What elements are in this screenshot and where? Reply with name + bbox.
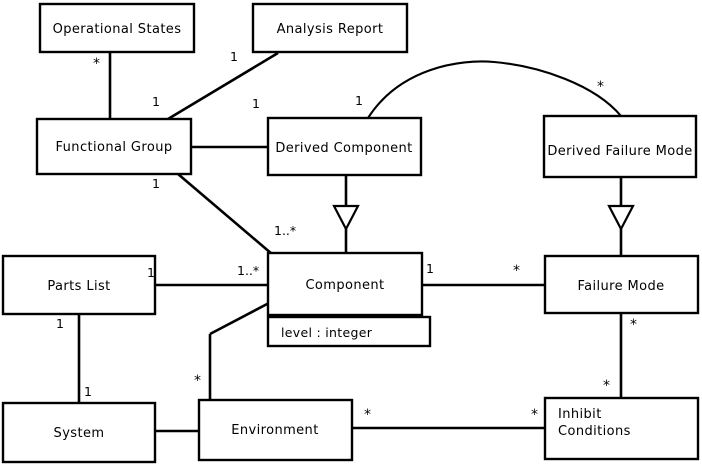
class-label-environment: Environment (231, 423, 318, 438)
multiplicity-analysis-report-one: 1 (230, 49, 238, 64)
multiplicity-operational-states-star: * (93, 56, 100, 72)
class-label-functional-group: Functional Group (56, 140, 173, 155)
class-box-system[interactable]: System (1, 401, 157, 464)
multiplicity-inhibit-failure-mode-star: * (603, 378, 610, 394)
multiplicity-component-failure-mode-one: 1 (426, 261, 434, 276)
multiplicity-system-parts-list-one: 1 (84, 384, 92, 399)
generalization-triangle-derived-failure-mode (607, 204, 635, 232)
class-box-parts-list[interactable]: Parts List (1, 254, 157, 316)
class-box-environment[interactable]: Environment (197, 398, 354, 462)
multiplicity-functional-group-component-one: 1 (152, 176, 160, 191)
multiplicity-functional-group-component-many: 1..* (274, 223, 296, 238)
generalization-triangle-derived-component (332, 204, 360, 232)
class-rect-functional-group (35, 117, 193, 176)
class-rect-derived-component (266, 116, 423, 177)
assoc-environment-component-diagonal (209, 301, 270, 336)
class-box-component[interactable]: level : integer Component (266, 251, 432, 348)
assoc-analysis-report-functional-group (167, 51, 279, 121)
class-rect-derived-failure-mode (542, 114, 698, 179)
multiplicity-functional-group-states-one: 1 (152, 94, 160, 109)
class-box-derived-component[interactable]: Derived Component (266, 116, 423, 177)
class-label-derived-failure-mode: Derived Failure Mode (547, 144, 692, 159)
class-box-analysis-report[interactable]: Analysis Report (251, 2, 409, 54)
class-rect-parts-list (1, 254, 157, 316)
multiplicity-inhibit-environment-star: * (531, 407, 538, 423)
class-label-failure-mode: Failure Mode (577, 279, 664, 294)
multiplicity-derived-failure-mode-arc-star: * (597, 79, 604, 95)
class-rect-environment (197, 398, 354, 462)
multiplicity-environment-inhibit-star: * (364, 407, 371, 423)
assoc-derived-component-derived-failure-mode (367, 60, 622, 119)
class-label-parts-list: Parts List (47, 279, 110, 294)
class-attribute-component-level: level : integer (281, 325, 373, 340)
class-rect-analysis-report (251, 2, 409, 54)
class-rect-operational-states (38, 2, 196, 54)
class-box-inhibit-conditions[interactable]: Inhibit Conditions (543, 396, 700, 461)
class-label-system: System (54, 426, 105, 441)
multiplicity-failure-mode-inhibit-star: * (630, 317, 637, 333)
class-label-analysis-report: Analysis Report (277, 22, 384, 37)
class-rect-component (266, 251, 424, 317)
class-rect-inhibit-conditions (543, 396, 700, 461)
class-box-failure-mode[interactable]: Failure Mode (543, 254, 700, 315)
multiplicity-functional-group-derived-component-one: 1 (252, 96, 260, 111)
multiplicity-parts-list-component-one: 1 (147, 265, 155, 280)
class-box-derived-failure-mode[interactable]: Derived Failure Mode (542, 114, 698, 179)
class-label-operational-states: Operational States (53, 22, 182, 37)
multiplicity-parts-list-system-one: 1 (56, 316, 64, 331)
multiplicity-component-parts-list-many: 1..* (237, 263, 259, 278)
class-label-inhibit-conditions-line2: Conditions (558, 424, 631, 439)
class-rect-component-attributes (266, 315, 432, 348)
class-box-operational-states[interactable]: Operational States (38, 2, 196, 54)
multiplicity-derived-component-arc-one: 1 (355, 93, 363, 108)
class-label-component: Component (305, 278, 384, 293)
multiplicity-environment-component-star: * (194, 373, 201, 389)
multiplicity-failure-mode-component-star: * (513, 263, 520, 279)
class-label-derived-component: Derived Component (275, 141, 412, 156)
assoc-functional-group-component (177, 173, 273, 255)
class-rect-failure-mode (543, 254, 700, 315)
class-rect-system (1, 401, 157, 464)
class-label-inhibit-conditions-line1: Inhibit (558, 407, 602, 422)
class-box-functional-group[interactable]: Functional Group (35, 117, 193, 176)
